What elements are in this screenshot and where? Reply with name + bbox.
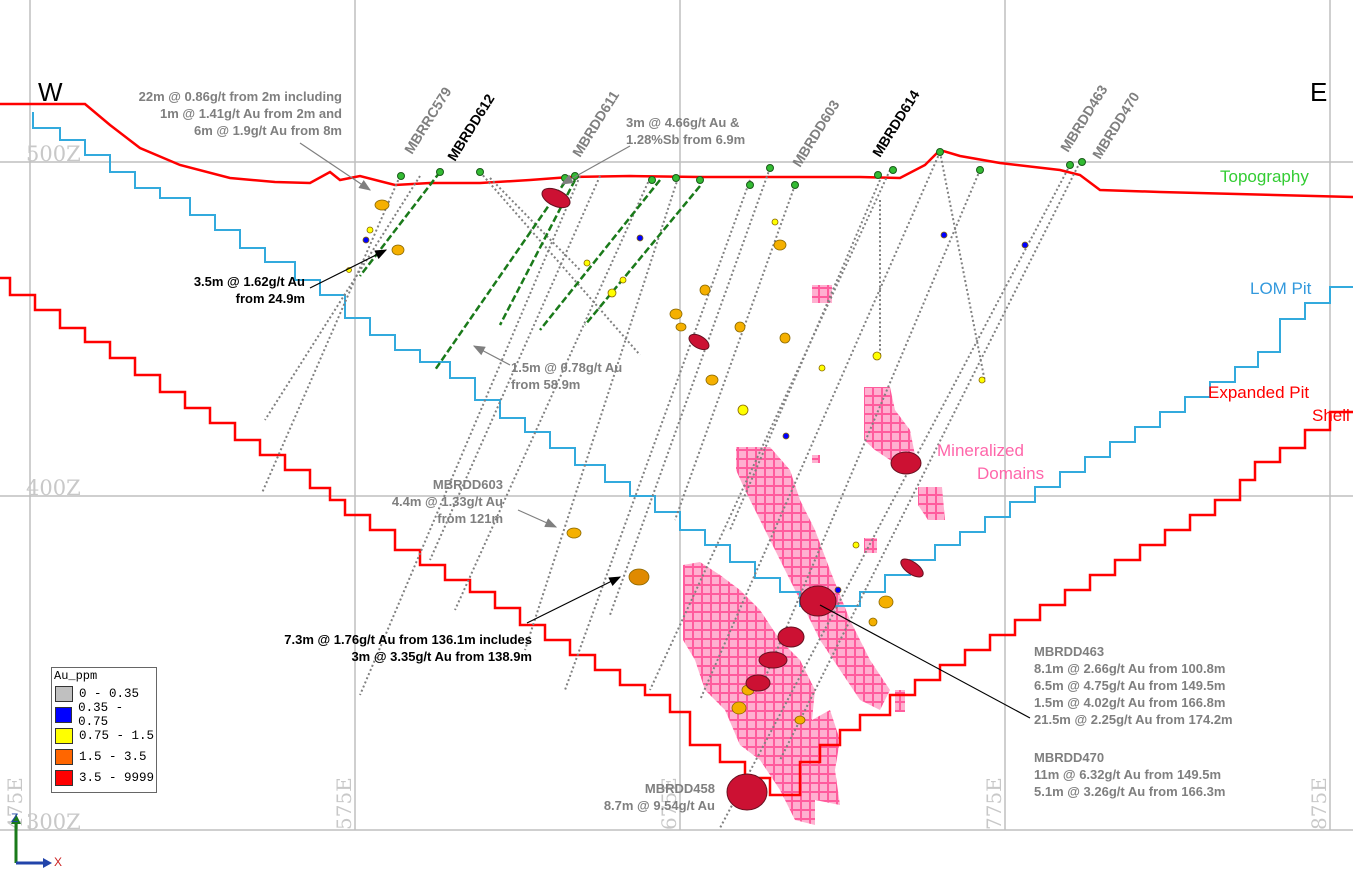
grade-legend: Au_ppm 0 - 0.35 0.35 - 0.75 0.75 - 1.5 1… [51, 667, 157, 793]
legend-label: 3.5 - 9999 [79, 771, 155, 785]
label-topography: Topography [1220, 167, 1309, 186]
svg-text:MBRDD603: MBRDD603 [433, 477, 503, 492]
svg-text:11m @ 6.32g/t Au from 149.5m: 11m @ 6.32g/t Au from 149.5m [1034, 767, 1221, 782]
svg-text:1.5m @ 4.02g/t Au from 166.8m: 1.5m @ 4.02g/t Au from 166.8m [1034, 695, 1225, 710]
svg-text:1.5m @ 0.78g/t Au: 1.5m @ 0.78g/t Au [511, 360, 622, 375]
arrow-mbrdd603 [517, 509, 558, 528]
legend-row: 0 - 0.35 [55, 684, 139, 704]
svg-text:4.4m @ 1.33g/t Au: 4.4m @ 1.33g/t Au [392, 494, 503, 509]
svg-text:MBRDD458: MBRDD458 [645, 781, 715, 796]
svg-text:from 24.9m: from 24.9m [236, 291, 305, 306]
drillhole-traces [261, 151, 1081, 829]
legend-swatch [55, 749, 73, 765]
arrow-22m [299, 142, 371, 191]
legend-label: 0.75 - 1.5 [79, 729, 155, 743]
arrow-3m-sb [560, 145, 631, 185]
legend-label: 0.35 - 0.75 [78, 701, 124, 729]
legend-swatch [55, 728, 73, 744]
label-mineralized-1: Mineralized [937, 441, 1024, 460]
annotation-mbrdd470: MBRDD470 11m @ 6.32g/t Au from 149.5m 5.… [1034, 750, 1225, 799]
svg-text:22m @ 0.86g/t from 2m includin: 22m @ 0.86g/t from 2m including [139, 89, 342, 104]
label-lom-pit: LOM Pit [1250, 279, 1312, 298]
hole-label-mbrrc579: MBRRC579 [401, 84, 455, 157]
annotation-1.5m: 1.5m @ 0.78g/t Au from 58.9m [511, 360, 622, 392]
axis-z-label: Z [11, 811, 18, 825]
annotation-mbrdd463: MBRDD463 8.1m @ 2.66g/t Au from 100.8m 6… [1034, 644, 1233, 727]
hole-label-mbrdd611: MBRDD611 [569, 88, 622, 160]
hole-label-mbrdd603: MBRDD603 [789, 97, 843, 170]
annotation-mbrdd603: MBRDD603 4.4m @ 1.33g/t Au from 121m [392, 477, 503, 526]
hole-label-mbrdd612: MBRDD612 [444, 91, 498, 164]
svg-text:3m @ 4.66g/t Au &: 3m @ 4.66g/t Au & [626, 115, 739, 130]
annotation-22m: 22m @ 0.86g/t from 2m including 1m @ 1.4… [139, 89, 342, 138]
compass-east: E [1310, 77, 1327, 107]
easting-label-875: 875E [1307, 777, 1331, 830]
legend-label: 0 - 0.35 [79, 687, 140, 701]
legend-swatch [55, 707, 73, 723]
annotation-3m-sb: 3m @ 4.66g/t Au & 1.28%Sb from 6.9m [626, 115, 745, 147]
expanded-pit-shell [0, 276, 1353, 797]
intercept-markers [346, 199, 1029, 725]
axis-orientation-icon: Z X [11, 811, 62, 869]
axis-x-label: X [54, 855, 62, 869]
legend-title: Au_ppm [54, 669, 98, 683]
svg-text:21.5m @ 2.25g/t Au from 174.2m: 21.5m @ 2.25g/t Au from 174.2m [1034, 712, 1233, 727]
svg-text:6.5m @ 4.75g/t Au from 149.5m: 6.5m @ 4.75g/t Au from 149.5m [1034, 678, 1225, 693]
svg-text:from 121m: from 121m [437, 511, 503, 526]
annotation-mbrdd458: MBRDD458 8.7m @ 9.54g/t Au [604, 781, 715, 813]
topography-line [0, 102, 1353, 199]
elevation-label-500: 500Z [26, 142, 81, 166]
arrow-7.3m [526, 576, 622, 624]
svg-text:3.5m @ 1.62g/t Au: 3.5m @ 1.62g/t Au [194, 274, 305, 289]
svg-text:MBRDD470: MBRDD470 [1034, 750, 1104, 765]
legend-row: 0.35 - 0.75 [55, 701, 156, 729]
easting-label-675: 675E [657, 777, 681, 830]
svg-text:1.28%Sb from 6.9m: 1.28%Sb from 6.9m [626, 132, 745, 147]
legend-row: 1.5 - 3.5 [55, 747, 147, 767]
easting-label-775: 775E [982, 777, 1006, 830]
high-grade-intercepts [541, 187, 924, 811]
green-drill-traces [359, 171, 701, 371]
legend-swatch [55, 770, 73, 786]
label-expanded-pit-2: Shell [1312, 406, 1350, 425]
lom-pit-outline [32, 112, 1353, 607]
label-expanded-pit-1: Expanded Pit [1208, 383, 1309, 402]
arrow-mbrdd463 [819, 604, 1031, 719]
svg-text:6m @ 1.9g/t Au from 8m: 6m @ 1.9g/t Au from 8m [194, 123, 342, 138]
compass-west: W [38, 77, 63, 107]
arrow-1.5m [472, 345, 511, 366]
legend-row: 3.5 - 9999 [55, 768, 154, 788]
elevation-label-300: 300Z [26, 810, 81, 834]
annotation-7.3m: 7.3m @ 1.76g/t Au from 136.1m includes 3… [284, 632, 532, 664]
legend-label: 1.5 - 3.5 [79, 750, 147, 764]
hole-label-mbrdd614: MBRDD614 [869, 87, 923, 160]
svg-text:1m @ 1.41g/t Au from 2m and: 1m @ 1.41g/t Au from 2m and [160, 106, 342, 121]
label-mineralized-2: Domains [977, 464, 1044, 483]
mineralized-domains [683, 285, 945, 825]
svg-text:8.1m @ 2.66g/t Au from 100.8m: 8.1m @ 2.66g/t Au from 100.8m [1034, 661, 1225, 676]
easting-label-575: 575E [332, 777, 356, 830]
svg-text:from 58.9m: from 58.9m [511, 377, 580, 392]
svg-text:8.7m @ 9.54g/t Au: 8.7m @ 9.54g/t Au [604, 798, 715, 813]
arrow-3.5m [309, 249, 388, 289]
elevation-label-400: 400Z [26, 476, 81, 500]
svg-text:5.1m @ 3.26g/t Au from 166.3m: 5.1m @ 3.26g/t Au from 166.3m [1034, 784, 1225, 799]
annotation-3.5m: 3.5m @ 1.62g/t Au from 24.9m [194, 274, 305, 306]
svg-text:7.3m @ 1.76g/t Au from 136.1m: 7.3m @ 1.76g/t Au from 136.1m includes [284, 632, 532, 647]
legend-row: 0.75 - 1.5 [55, 726, 154, 746]
svg-text:MBRDD463: MBRDD463 [1034, 644, 1104, 659]
legend-swatch [55, 686, 73, 702]
svg-text:3m @ 3.35g/t Au from 138.9m: 3m @ 3.35g/t Au from 138.9m [351, 649, 532, 664]
